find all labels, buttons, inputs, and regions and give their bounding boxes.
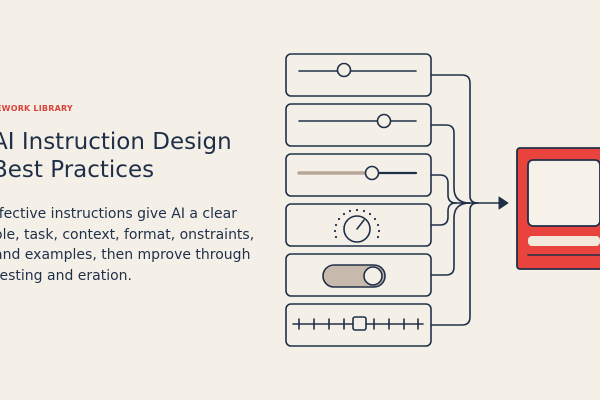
slider-knob-2 — [376, 113, 392, 129]
slider-knob-3 — [364, 165, 380, 181]
dial-panel — [285, 203, 432, 247]
slider-panel-1 — [285, 53, 432, 97]
connector-lines — [430, 74, 501, 326]
page-title: AI Instruction Design Best Practices — [0, 128, 232, 184]
page-title-line-2: Best Practices — [0, 157, 155, 183]
stepped-slider-handle — [352, 316, 367, 331]
toggle-knob — [363, 266, 383, 286]
section-eyebrow: EWORK LIBRARY — [0, 104, 73, 113]
stepped-slider-ticks — [298, 318, 419, 330]
output-device-icon — [516, 147, 600, 270]
slider-knob-1 — [336, 62, 352, 78]
slider-panel-2 — [285, 103, 432, 147]
dial-tick-dots — [333, 208, 381, 239]
page-title-line-1: AI Instruction Design — [0, 129, 232, 155]
page-description: ffective instructions give AI a clear ol… — [0, 206, 255, 284]
output-screen — [527, 159, 600, 227]
arrow-right-icon — [498, 196, 509, 210]
stepped-slider-panel — [285, 303, 432, 347]
output-bar — [528, 236, 600, 246]
slider-panel-3 — [285, 153, 432, 197]
toggle-panel — [285, 253, 432, 297]
